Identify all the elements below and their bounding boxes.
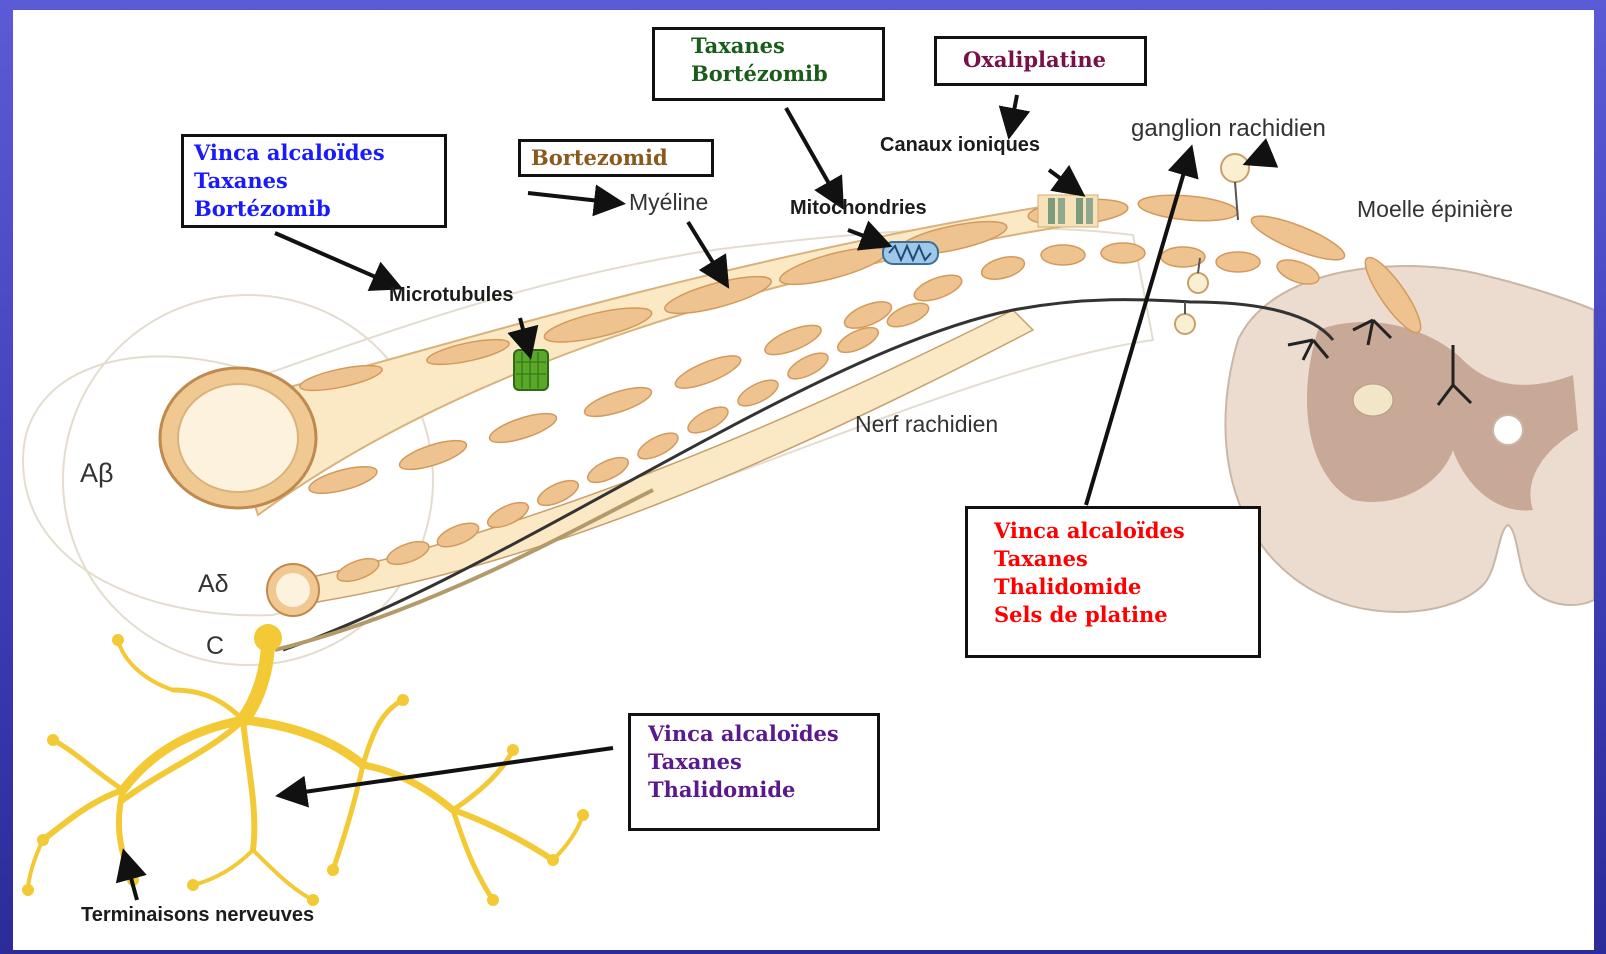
drug-box-ion-channels: Oxaliplatine (934, 36, 1147, 86)
ganglion-cells (1175, 154, 1249, 334)
drug-name: Oxaliplatine (963, 46, 1144, 74)
drug-box-mitochondria: Taxanes Bortézomib (652, 27, 885, 101)
nerve-endings-tree (28, 640, 583, 900)
drug-name: Sels de platine (994, 601, 1258, 629)
drug-name: Vinca alcaloïdes (648, 720, 877, 748)
mitochondrion-icon (883, 242, 938, 264)
drug-name: Vinca alcaloïdes (994, 517, 1258, 545)
drug-name: Taxanes (994, 545, 1258, 573)
label-microtubules: Microtubules (389, 284, 513, 307)
drug-name: Bortezomid (531, 144, 701, 172)
label-myelin: Myéline (629, 189, 708, 216)
label-ganglion: ganglion rachidien (1131, 115, 1326, 143)
arrow-icon (688, 222, 725, 282)
drug-box-nerve-endings: Vinca alcaloïdes Taxanes Thalidomide (628, 713, 880, 831)
drug-box-ganglion: Vinca alcaloïdes Taxanes Thalidomide Sel… (965, 506, 1261, 658)
drug-box-microtubules: Vinca alcaloïdes Taxanes Bortézomib (181, 134, 447, 228)
label-nerve-endings: Terminaisons nerveuves (81, 904, 314, 927)
drug-name: Thalidomide (994, 573, 1258, 601)
adelta-fiber (267, 310, 1033, 616)
arrow-icon (786, 108, 840, 203)
drug-name: Bortézomib (194, 195, 434, 223)
arrow-icon (1250, 155, 1267, 162)
adelta-myelin-beads (334, 298, 932, 586)
drug-name: Vinca alcaloïdes (194, 139, 434, 167)
fiber-label-adelta: Aδ (198, 570, 229, 599)
drug-name: Taxanes (194, 167, 434, 195)
drug-name: Bortézomib (691, 60, 882, 88)
arrow-icon (1049, 170, 1079, 192)
arrow-icon (1010, 95, 1017, 132)
fiber-label-abeta: Aβ (80, 458, 114, 489)
arrow-icon (275, 233, 396, 286)
microtubule-icon (514, 350, 548, 390)
diagram-canvas: Aβ Aδ C Microtubules Myéline Mitochondri… (13, 10, 1594, 950)
label-mitochondria: Mitochondries (790, 197, 927, 220)
drug-box-myelin: Bortezomid (518, 139, 714, 177)
label-spinal-cord: Moelle épinière (1357, 196, 1513, 223)
drug-name: Taxanes (648, 748, 877, 776)
label-ion-channels: Canaux ioniques (880, 134, 1040, 157)
fiber-label-c: C (206, 632, 224, 661)
drug-name: Thalidomide (648, 776, 877, 804)
arrow-icon (528, 193, 618, 203)
label-spinal-nerve: Nerf rachidien (855, 411, 998, 438)
arrow-icon (283, 748, 613, 795)
drug-name: Taxanes (691, 32, 882, 60)
ion-channel-icon (1038, 195, 1098, 227)
